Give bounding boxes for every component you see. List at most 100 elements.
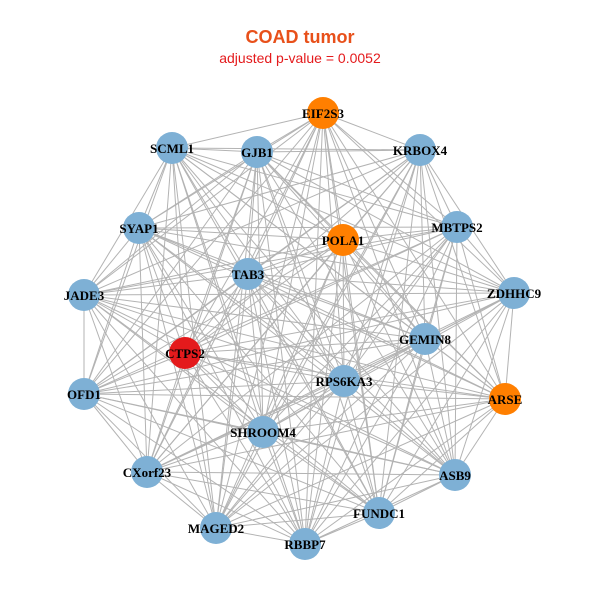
edge-ARSE-RPS6KA3: [343, 380, 506, 400]
node-label: MBTPS2: [431, 220, 482, 235]
node-ASB9[interactable]: ASB9: [439, 459, 471, 491]
edge-ZDHHC9-ARSE: [504, 292, 515, 400]
edge-ZDHHC9-GJB1: [256, 151, 515, 294]
node-circle: [441, 211, 473, 243]
edge-KRBOX4-CTPS2: [184, 149, 421, 354]
edge-RBBP7-GJB1: [256, 151, 306, 545]
edge-SYAP1-GJB1: [138, 151, 258, 229]
edge-RBBP7-TAB3: [247, 273, 306, 545]
chart-subtitle: adjusted p-value = 0.0052: [219, 50, 381, 66]
node-ZDHHC9[interactable]: ZDHHC9: [487, 277, 542, 309]
edge-OFD1-TAB3: [83, 273, 249, 395]
edge-EIF2S3-CXorf23: [146, 112, 324, 473]
node-label: KRBOX4: [393, 143, 448, 158]
edge-KRBOX4-ASB9: [419, 149, 456, 476]
edge-ASB9-POLA1: [342, 239, 456, 476]
edge-TAB3-SHROOM4: [247, 273, 264, 433]
node-CXorf23[interactable]: CXorf23: [123, 456, 172, 488]
edge-POLA1-TAB3: [247, 239, 344, 275]
edge-SCML1-CTPS2: [171, 147, 186, 354]
edge-SYAP1-RPS6KA3: [138, 227, 345, 382]
node-GEMIN8[interactable]: GEMIN8: [399, 323, 452, 355]
edge-GJB1-CTPS2: [184, 151, 258, 354]
node-circle: [241, 136, 273, 168]
edge-RBBP7-SHROOM4: [262, 431, 306, 545]
node-KRBOX4[interactable]: KRBOX4: [393, 134, 448, 166]
edge-OFD1-GJB1: [83, 151, 258, 395]
edge-JADE3-GEMIN8: [83, 294, 426, 340]
edge-JADE3-RPS6KA3: [83, 294, 345, 382]
edge-KRBOX4-RBBP7: [304, 149, 421, 545]
edge-POLA1-RPS6KA3: [342, 239, 345, 382]
edge-FUNDC1-CXorf23: [146, 471, 380, 514]
edge-ARSE-TAB3: [247, 273, 506, 400]
edge-MBTPS2-ARSE: [456, 226, 506, 400]
edge-MBTPS2-GJB1: [256, 151, 458, 228]
edge-MAGED2-CTPS2: [184, 352, 217, 529]
node-circle: [289, 528, 321, 560]
node-GJB1[interactable]: GJB1: [241, 136, 273, 168]
edge-EIF2S3-ARSE: [322, 112, 506, 400]
node-ARSE[interactable]: ARSE: [488, 383, 523, 415]
node-circle: [156, 132, 188, 164]
edges-layer: [83, 112, 515, 545]
edge-KRBOX4-ARSE: [419, 149, 506, 400]
node-circle: [489, 383, 521, 415]
node-label: SCML1: [150, 141, 194, 156]
edge-KRBOX4-GJB1: [256, 149, 421, 153]
node-label: EIF2S3: [302, 106, 344, 121]
node-label: GEMIN8: [399, 332, 452, 347]
edge-TAB3-RPS6KA3: [247, 273, 345, 382]
edge-FUNDC1-OFD1: [83, 393, 380, 514]
node-MAGED2[interactable]: MAGED2: [188, 512, 244, 544]
edge-OFD1-SHROOM4: [83, 393, 264, 433]
edge-MBTPS2-POLA1: [342, 226, 458, 241]
edge-CXorf23-POLA1: [146, 239, 344, 473]
node-SCML1[interactable]: SCML1: [150, 132, 194, 164]
node-circle: [247, 416, 279, 448]
edge-MAGED2-SCML1: [171, 147, 217, 529]
node-label: ARSE: [488, 392, 523, 407]
edge-FUNDC1-GEMIN8: [378, 338, 426, 514]
node-SYAP1[interactable]: SYAP1: [119, 212, 159, 244]
node-label: ZDHHC9: [487, 286, 542, 301]
edge-KRBOX4-TAB3: [247, 149, 421, 275]
edge-ASB9-CXorf23: [146, 471, 456, 476]
node-circle: [327, 224, 359, 256]
node-circle: [131, 456, 163, 488]
node-SHROOM4[interactable]: SHROOM4: [230, 416, 296, 448]
edge-ZDHHC9-SHROOM4: [262, 292, 515, 433]
edge-KRBOX4-POLA1: [342, 149, 421, 241]
edge-GJB1-RPS6KA3: [256, 151, 345, 382]
node-EIF2S3[interactable]: EIF2S3: [302, 97, 344, 129]
edge-SYAP1-CTPS2: [138, 227, 186, 354]
node-OFD1[interactable]: OFD1: [67, 378, 101, 410]
node-MBTPS2[interactable]: MBTPS2: [431, 211, 483, 243]
chart-title: COAD tumor: [245, 27, 355, 47]
node-label: OFD1: [67, 387, 101, 402]
edge-OFD1-SCML1: [83, 147, 173, 395]
edge-MBTPS2-SYAP1: [138, 226, 458, 229]
edge-SYAP1-SHROOM4: [138, 227, 264, 433]
edge-ZDHHC9-POLA1: [342, 239, 515, 294]
node-FUNDC1[interactable]: FUNDC1: [353, 497, 405, 529]
node-POLA1[interactable]: POLA1: [322, 224, 365, 256]
edge-CXorf23-SCML1: [146, 147, 173, 473]
edge-ZDHHC9-SCML1: [171, 147, 515, 294]
edge-MAGED2-SHROOM4: [215, 431, 264, 529]
node-CTPS2[interactable]: CTPS2: [165, 337, 205, 369]
edge-EIF2S3-RBBP7: [304, 112, 324, 545]
edge-EIF2S3-CTPS2: [184, 112, 324, 354]
node-label: JADE3: [64, 288, 105, 303]
edge-FUNDC1-TAB3: [247, 273, 380, 514]
node-TAB3[interactable]: TAB3: [232, 258, 265, 290]
node-JADE3[interactable]: JADE3: [64, 279, 105, 311]
node-circle: [200, 512, 232, 544]
node-circle: [439, 459, 471, 491]
node-RBBP7[interactable]: RBBP7: [284, 528, 326, 560]
node-label: RBBP7: [284, 537, 326, 552]
edge-MAGED2-RPS6KA3: [215, 380, 345, 529]
node-RPS6KA3[interactable]: RPS6KA3: [315, 365, 373, 397]
node-label: SHROOM4: [230, 425, 296, 440]
